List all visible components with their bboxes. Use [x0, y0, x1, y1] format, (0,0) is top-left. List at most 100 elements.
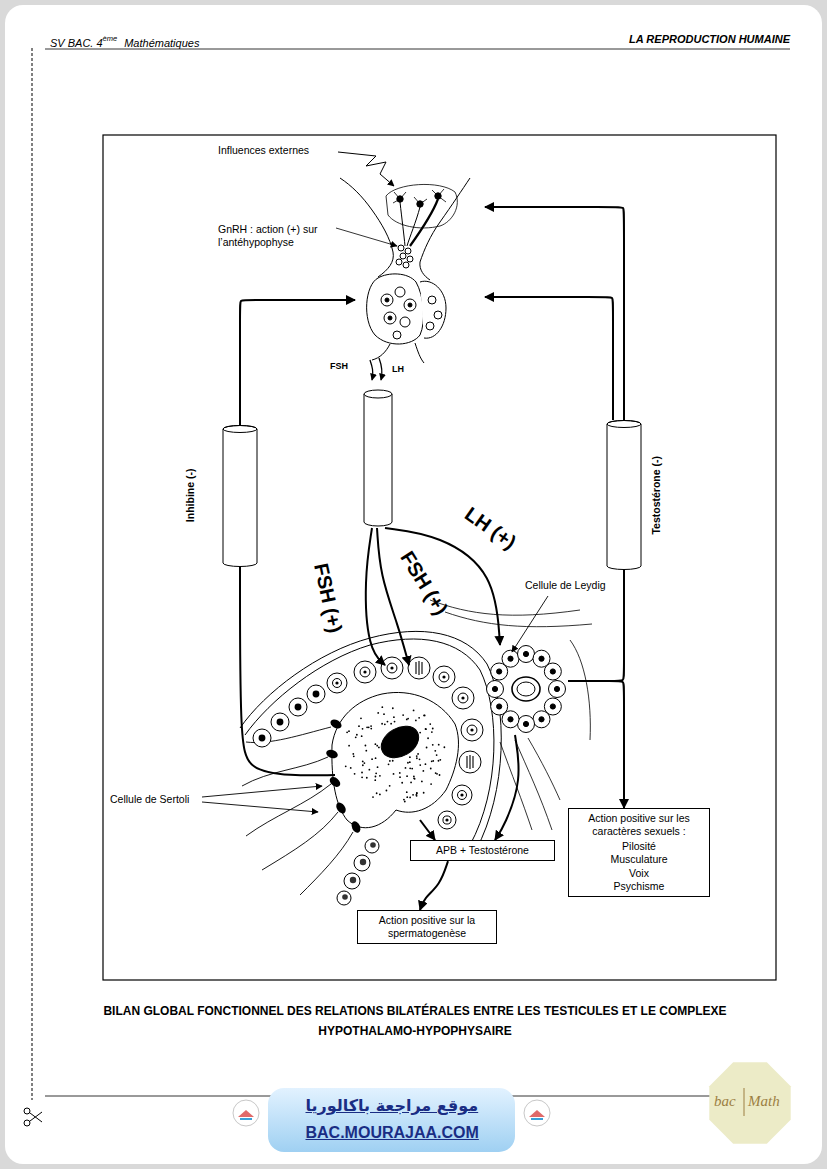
hypothalamus-pituitary [407, 256, 413, 262]
germ-cell [335, 681, 338, 684]
hypothalamus-pituitary [340, 178, 393, 277]
cytoplasm-dot [370, 725, 372, 727]
cytoplasm-dot [375, 776, 377, 778]
leydig-cluster [502, 650, 519, 667]
germ-cell [381, 657, 403, 679]
seminiferous-tubule-wall [240, 631, 501, 850]
spermatid-heads [350, 820, 362, 834]
hormone-pathway [366, 528, 385, 665]
vessel-outline [607, 421, 641, 428]
cytoplasm-dot [348, 745, 350, 747]
page-rules [103, 135, 776, 980]
spermatid-heads [334, 801, 347, 815]
header-text: SV BAC. 4 [50, 37, 103, 49]
box-text: Voix [577, 867, 701, 880]
footer-banner [233, 1100, 259, 1126]
cytoplasm-dot [424, 715, 426, 717]
cytoplasm-dot [404, 801, 406, 803]
hormone-label: Testostérone (-) [649, 456, 662, 535]
interstitial-tissue [445, 612, 592, 627]
leader-lines [202, 786, 322, 797]
effect-box: APB + Testostérone [410, 840, 555, 861]
leydig-cluster [487, 681, 504, 698]
cytoplasm-dot [360, 717, 362, 719]
hormone-pathway [568, 681, 624, 808]
cytoplasm-dot [432, 728, 434, 730]
hypothalamus-pituitary [410, 199, 438, 246]
germ-cell [438, 811, 456, 829]
leydig-cluster [492, 686, 497, 691]
cytoplasm-dot [401, 782, 403, 784]
blood-vessel-tube: Inhibine (-) [222, 425, 258, 567]
cytoplasm-dot [377, 766, 379, 768]
hypothalamus-pituitary [386, 184, 457, 227]
germ-cell [459, 751, 481, 773]
cytoplasm-dot [381, 723, 383, 725]
sperm-tails [262, 812, 338, 870]
leydig-cell: Cellule de Leydig [488, 645, 568, 735]
germ-cell [277, 719, 284, 726]
cytoplasm-dot [419, 732, 421, 734]
cytoplasm-dot [377, 712, 379, 714]
hypothalamus-pituitary [408, 303, 412, 307]
germ-cell [443, 816, 451, 824]
cytoplasm-dot [409, 767, 411, 769]
cytoplasm-dot [427, 737, 429, 739]
germ-cell [387, 663, 397, 673]
cytoplasm-dot [361, 776, 363, 778]
cytoplasm-dot [409, 761, 411, 763]
header-text: Mathématiques [124, 37, 199, 49]
hypothalamus-pituitary [405, 248, 411, 254]
germ-cell [445, 818, 448, 821]
cytoplasm-dot [409, 797, 411, 799]
cytoplasm-dot [415, 720, 417, 722]
germ-cell [354, 855, 370, 871]
hormone-pathway [485, 297, 613, 420]
page-rules [32, 48, 790, 1100]
footer-banner [233, 1088, 550, 1152]
germ-cell [458, 693, 468, 703]
cytoplasm-dot [378, 746, 380, 748]
hypothalamus-pituitary [364, 394, 392, 526]
cytoplasm-dot [399, 776, 401, 778]
cytoplasm-dot [402, 714, 404, 716]
bac-math-logo [709, 1062, 790, 1143]
cytoplasm-dot [374, 779, 376, 781]
hypothalamus-pituitary [379, 358, 382, 380]
cytoplasm-dot [388, 763, 390, 765]
cytoplasm-dot [413, 709, 415, 711]
hypothalamus-pituitary [403, 262, 409, 268]
germ-cell [381, 657, 403, 679]
cytoplasm-dot [435, 772, 437, 774]
sertoli-cell-drawing [332, 692, 459, 827]
cell-label: Cellule de Leydig [525, 579, 606, 592]
germ-cell [452, 687, 474, 709]
hypothalamus-pituitary [396, 259, 402, 265]
germ-cell [337, 891, 351, 905]
vessel-outline [607, 421, 641, 570]
hypothalamus-pituitary [420, 178, 470, 280]
cytoplasm-dot [384, 723, 386, 725]
leydig-cluster [508, 717, 513, 722]
cytoplasm-dot [353, 755, 355, 757]
hypothalamus-pituitary [420, 281, 446, 338]
germ-cell [344, 873, 360, 889]
cytoplasm-dot [361, 735, 363, 737]
cytoplasm-dot [429, 723, 431, 725]
cytoplasm-dot [443, 746, 445, 748]
germ-cell [365, 839, 379, 853]
cytoplasm-dot [439, 759, 441, 761]
hormone-pathway [420, 861, 448, 910]
germ-cell [259, 735, 266, 742]
sperm-tails [242, 757, 328, 786]
germ-cell [408, 657, 430, 679]
leydig-cluster [539, 717, 544, 722]
cytoplasm-dot [430, 783, 432, 785]
cytoplasm-dot [426, 747, 428, 749]
cytoplasm-dot [431, 731, 433, 733]
germ-cell [350, 877, 356, 883]
cytoplasm-dot [416, 792, 418, 794]
germ-cell [337, 891, 351, 905]
cytoplasm-dot [423, 715, 425, 717]
germ-cell [327, 673, 347, 693]
